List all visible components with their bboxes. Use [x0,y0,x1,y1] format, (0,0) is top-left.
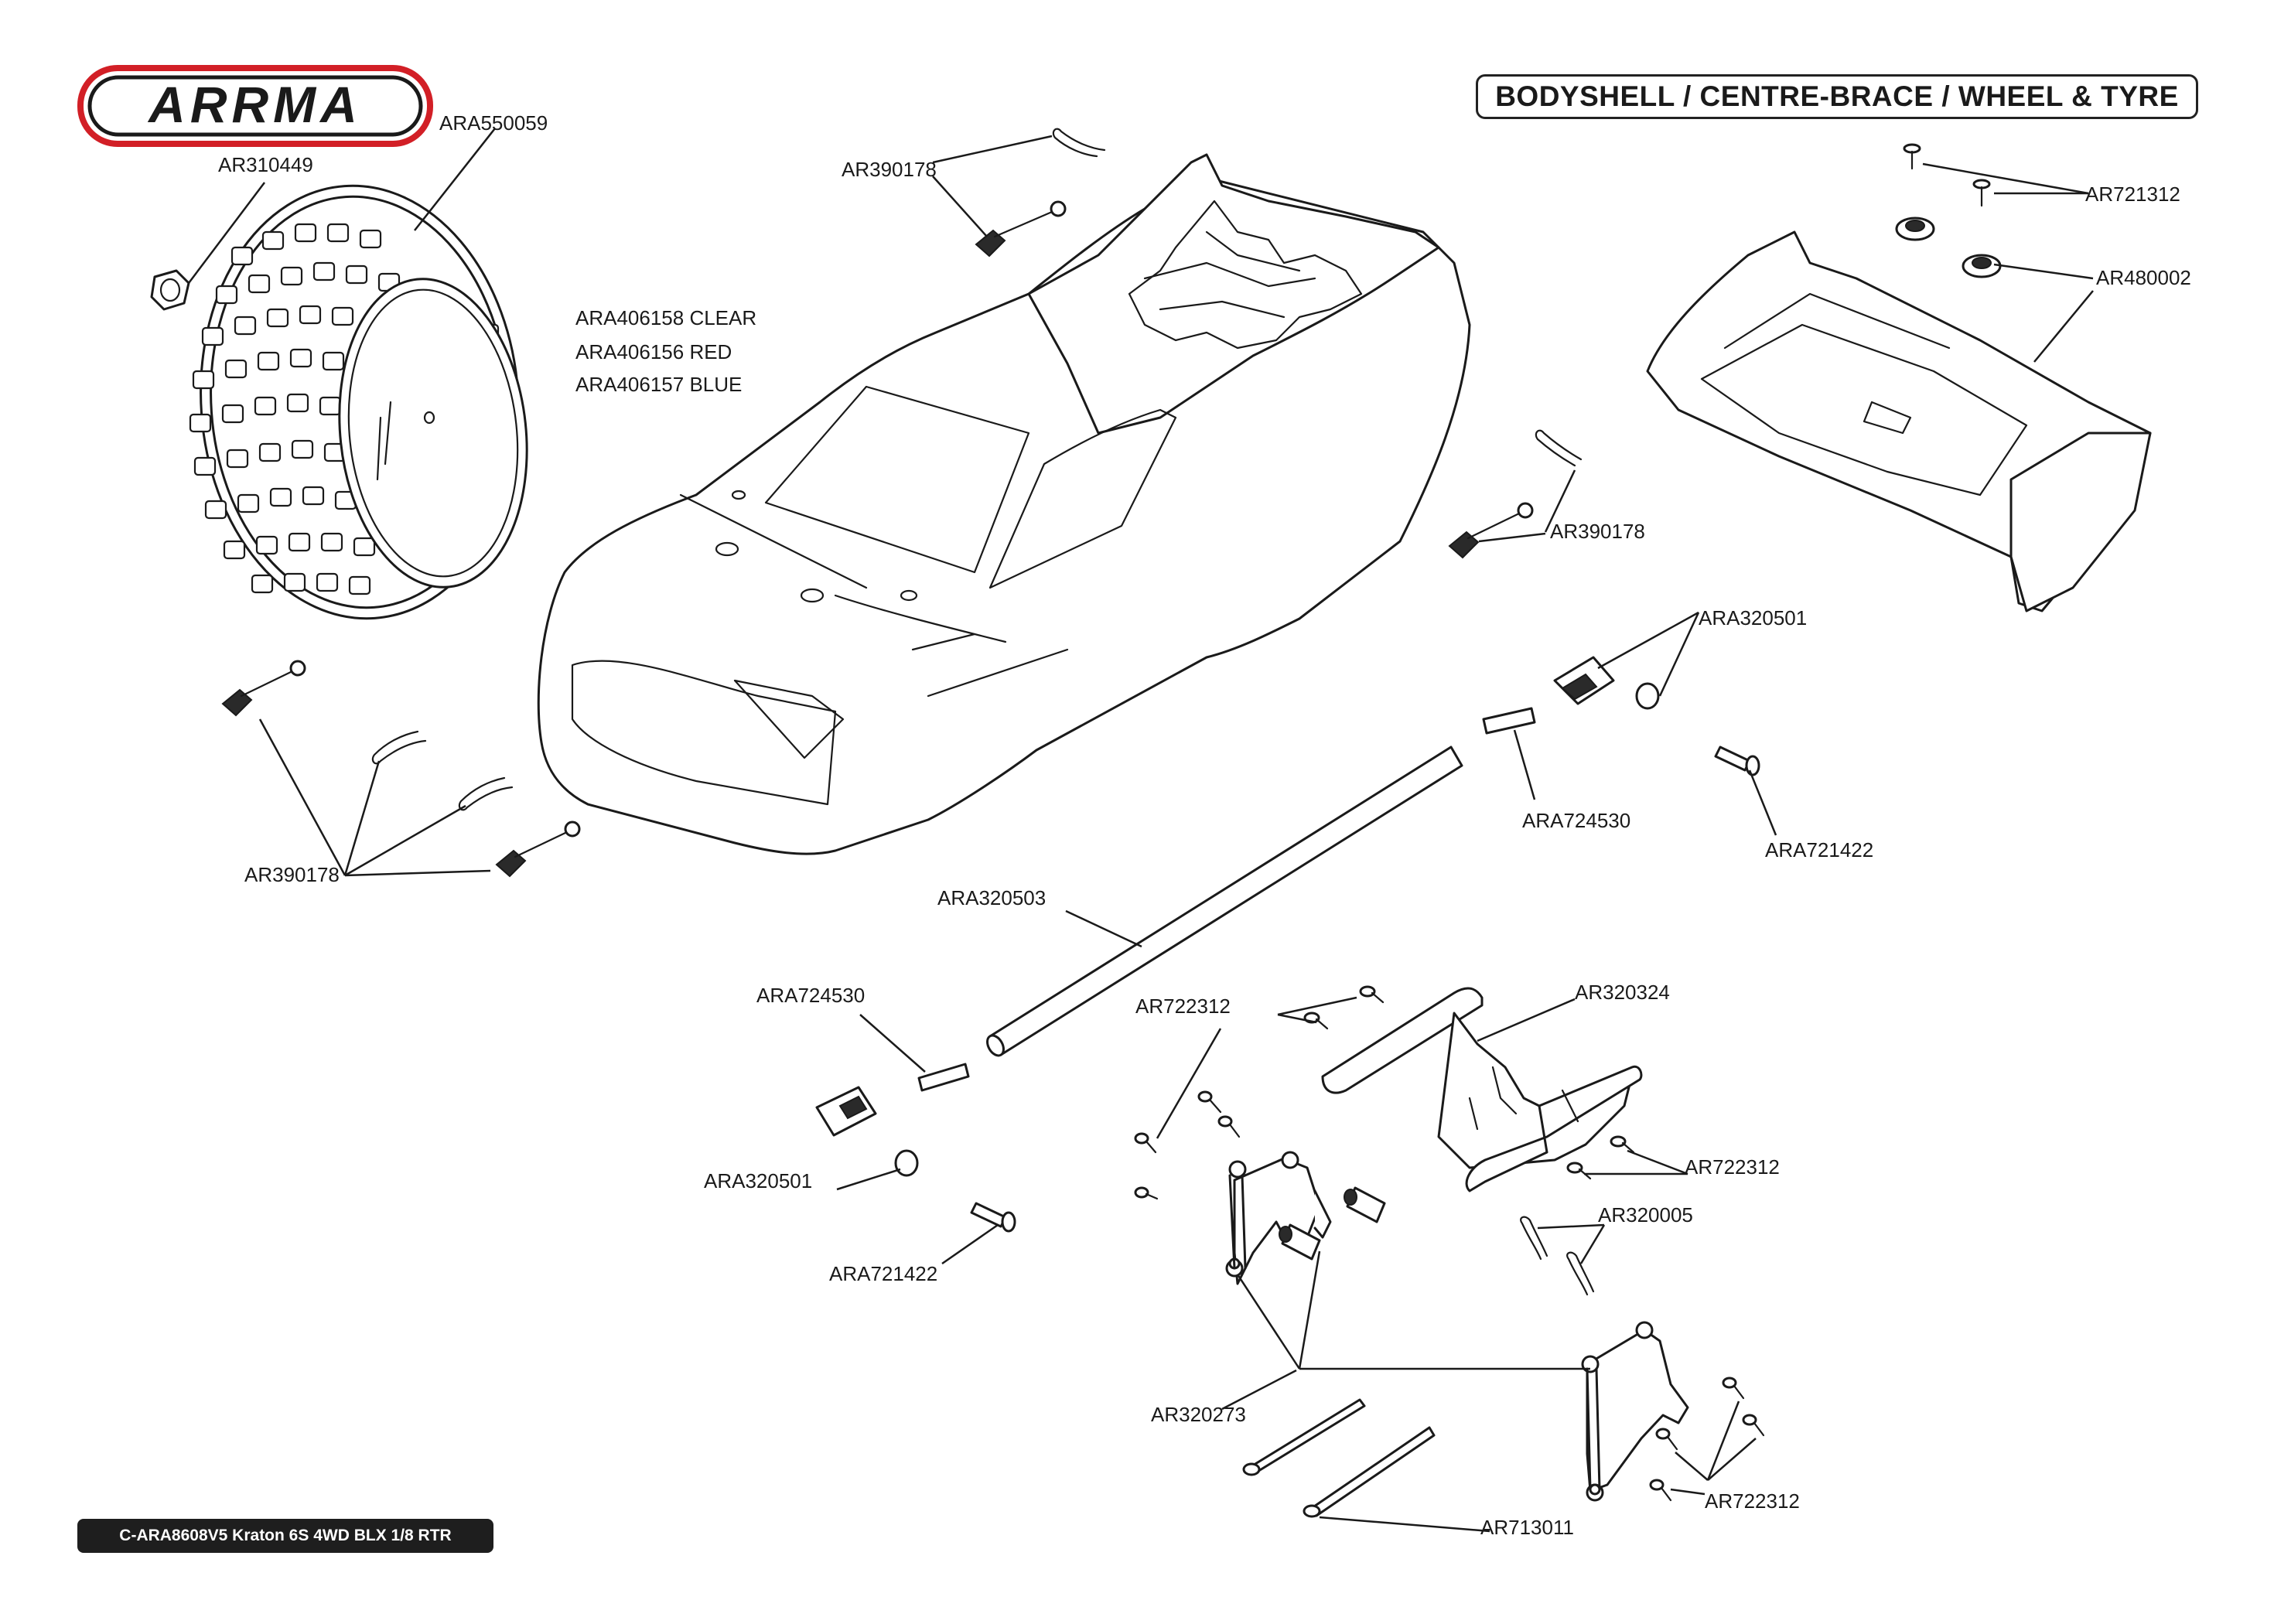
linkage-upper [1225,1151,1332,1285]
arrma-logo: ARRMA [77,65,433,147]
brace-pin-right [1482,707,1536,735]
bumper-screw-a [1359,985,1385,1004]
pin-screw-c [1134,1132,1157,1154]
body-clip-left-b [458,776,514,811]
body-clip-right [1535,429,1583,467]
model-footer: C-ARA8608V5 Kraton 6S 4WD BLX 1/8 RTR [77,1519,493,1553]
brace-screw-left [970,1202,1016,1233]
pin-screw-d [1134,1186,1159,1200]
body-post-left-lower [495,821,581,878]
label-body-clear: ARA406158 CLEAR [575,306,756,329]
label-ara724530-right: ARA724530 [1522,809,1630,832]
bodyshell [537,153,1471,855]
body-clip-top [1052,128,1106,158]
label-ar320273: AR320273 [1151,1403,1246,1426]
rear-wing [1646,230,2152,612]
brace-mount-left [815,1086,877,1137]
wing-button-b [1962,254,2002,278]
label-ar390178-right: AR390178 [1550,520,1645,543]
label-ara721422-left: ARA721422 [829,1262,937,1285]
label-ar320324: AR320324 [1575,981,1670,1004]
long-screw-b [1303,1426,1436,1518]
label-ar722312-bottom: AR722312 [1705,1489,1800,1513]
wheel-tyre-assembly [189,184,528,620]
body-clip-left-a [371,730,427,765]
label-ar390178-left: AR390178 [244,863,340,886]
body-post-left-upper [221,660,306,717]
label-ara721422-right: ARA721422 [1765,838,1873,861]
brace-pin-left [917,1063,970,1092]
label-ar480002: AR480002 [2096,266,2191,289]
hex-nut [150,269,190,311]
label-ara550059: ARA550059 [439,111,548,135]
label-ara320501-right: ARA320501 [1699,606,1807,629]
body-post-top [975,200,1067,258]
pin-screw-b [1217,1115,1241,1138]
label-ara320501-left: ARA320501 [704,1169,812,1192]
arrma-logo-graphic: ARRMA [77,65,433,147]
label-ar390178-top: AR390178 [842,158,937,181]
page-title: BODYSHELL / CENTRE-BRACE / WHEEL & TYRE [1476,74,2198,119]
centre-brace-rod [986,745,1463,1057]
brace-screw-right [1714,745,1760,776]
label-ar310449: AR310449 [218,153,313,176]
leader-lines [188,128,2094,1533]
body-clip-mid-b [1566,1251,1595,1296]
link-nut-b [1279,1223,1321,1261]
label-ar713011: AR713011 [1480,1516,1574,1539]
wing-screw-a [1903,143,1921,170]
wing-screw-b [1972,179,1991,207]
bumper-screw-c [1610,1135,1635,1154]
bumper-screw-d [1566,1162,1592,1180]
wing-button-a [1895,217,1935,241]
brace-mount-right [1553,656,1615,705]
label-ara724530-left: ARA724530 [756,984,865,1007]
front-bumper [1321,987,1643,1192]
body-clip-mid-a [1520,1216,1548,1261]
linkage-lower [1581,1321,1689,1502]
part-labels: ARA550059 AR310449 AR390178 ARA406158 CL… [218,111,2191,1539]
pin-screw-a [1197,1090,1222,1114]
link-screw-d [1649,1479,1672,1502]
link-screw-a [1722,1377,1745,1400]
label-body-red: ARA406156 RED [575,340,732,363]
long-screw-a [1242,1398,1366,1476]
brace-bushing-right [1635,682,1660,710]
label-body-blue: ARA406157 BLUE [575,373,742,396]
link-screw-c [1655,1428,1678,1451]
label-ar320005: AR320005 [1598,1203,1693,1227]
link-screw-b [1742,1414,1765,1437]
label-ar722312-top: AR722312 [1135,995,1231,1018]
label-ar722312-mid: AR722312 [1685,1155,1780,1179]
logo-wordmark: ARRMA [147,76,362,133]
link-nut-a [1344,1186,1386,1223]
body-post-right [1448,502,1534,559]
label-ar721312: AR721312 [2085,183,2180,206]
label-ara320503: ARA320503 [937,886,1046,909]
brace-bushing-left [894,1149,919,1177]
